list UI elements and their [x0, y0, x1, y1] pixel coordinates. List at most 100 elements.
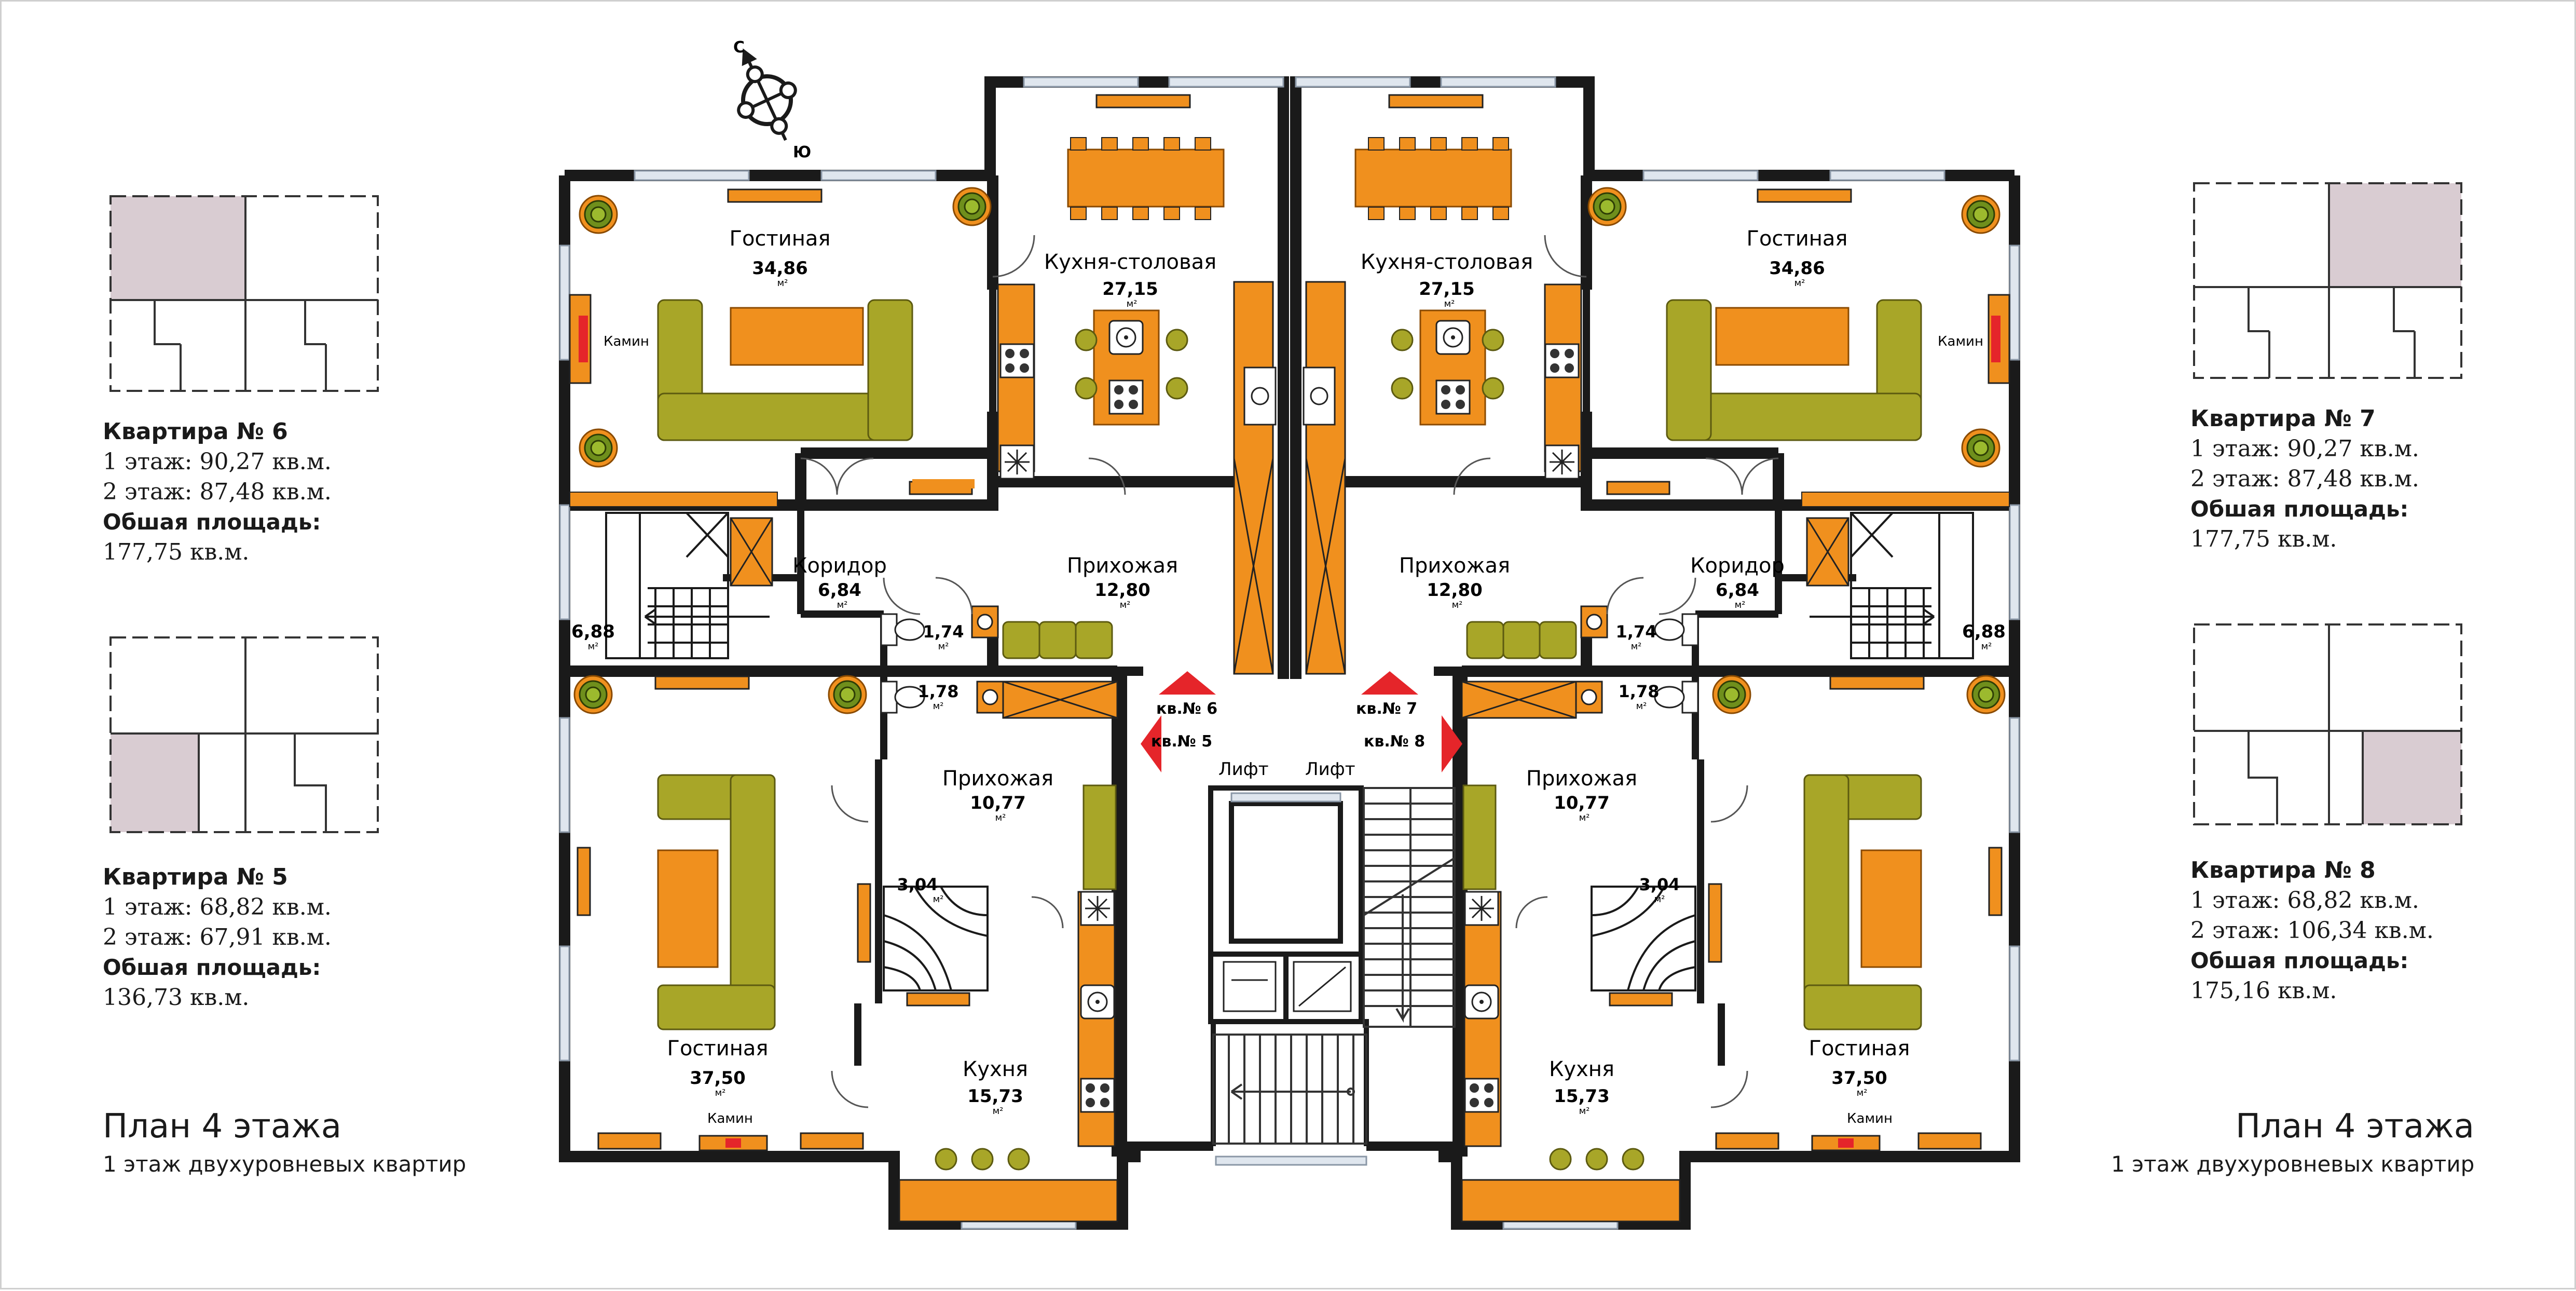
- unit-living-top-left: м²: [777, 278, 788, 289]
- apt7-total: 177,75 кв.м.: [2190, 526, 2337, 552]
- area-stair-top-right: 6,88: [1962, 621, 2006, 642]
- plan-title-left: План 4 этажа: [103, 1107, 341, 1146]
- plan-subtitle-right: 1 этаж двухуровневых квартир: [2111, 1151, 2475, 1177]
- label-hall-bottom-right: Прихожая: [1526, 767, 1637, 791]
- label-kitchen-right: Кухня: [1549, 1057, 1614, 1081]
- area-living-top-right: 34,86: [1769, 258, 1825, 279]
- apt8-total: 175,16 кв.м.: [2190, 977, 2337, 1004]
- area-living-bottom-right: 37,50: [1831, 1068, 1887, 1089]
- left-building-half: Камин: [559, 76, 1289, 1230]
- fireplace-label-top-right: Камин: [1938, 334, 1983, 349]
- entrance-markers: кв.№ 6 кв.№ 5 кв.№ 7 кв.№ 8: [1141, 671, 1462, 772]
- area-hall-bottom-right: 10,77: [1554, 793, 1610, 813]
- apt8-info: Квартира № 8 1 этаж: 68,82 кв.м. 2 этаж:…: [2190, 855, 2434, 1006]
- apt6-total-label: Обшая площадь:: [103, 509, 321, 535]
- unit-wc-b-left: м²: [933, 701, 944, 712]
- unit-stair-top-left: м²: [588, 641, 599, 652]
- unit-hall-bottom-left: м²: [995, 812, 1006, 823]
- area-hall-top-left: 12,80: [1094, 580, 1150, 601]
- room-labels-right: Гостиная 34,86 м² Камин Кухня-столовая 2…: [1361, 227, 2006, 1126]
- apt6-info: Квартира № 6 1 этаж: 90,27 кв.м. 2 этаж:…: [103, 417, 332, 567]
- area-hall-bottom-left: 10,77: [970, 793, 1026, 813]
- area-wc-b-left: 1,78: [918, 682, 959, 701]
- label-corridor-left: Коридор: [792, 554, 887, 578]
- entrance-label-apt5: кв.№ 5: [1151, 732, 1212, 751]
- apt5-total: 136,73 кв.м.: [103, 984, 250, 1011]
- label-corridor-right: Коридор: [1690, 554, 1785, 578]
- area-stair-top-left: 6,88: [571, 621, 615, 642]
- unit-living-bottom-right: м²: [1857, 1088, 1868, 1098]
- mini-plan-apt5: [109, 636, 379, 833]
- unit-corridor-left: м²: [837, 600, 848, 610]
- area-wc-a-right: 1,74: [1616, 622, 1657, 642]
- fireplace-label-bottom-right: Камин: [1847, 1111, 1893, 1126]
- area-living-bottom-left: 37,50: [690, 1068, 746, 1089]
- fireplace-label-bottom-left: Камин: [707, 1111, 753, 1126]
- area-hall-top-right: 12,80: [1427, 580, 1483, 601]
- apt6-title: Квартира № 6: [103, 418, 288, 445]
- apt6-floor1: 1 этаж: 90,27 кв.м.: [103, 449, 332, 475]
- apt6-floor2: 2 этаж: 87,48 кв.м.: [103, 479, 332, 505]
- entrance-label-apt7: кв.№ 7: [1356, 700, 1417, 718]
- area-stair-bottom-right: 3,04: [1639, 875, 1680, 894]
- label-hall-bottom-left: Прихожая: [942, 767, 1053, 791]
- area-kitchen-right: 15,73: [1554, 1086, 1610, 1107]
- apt5-floor2: 2 этаж: 67,91 кв.м.: [103, 924, 332, 950]
- area-stair-bottom-left: 3,04: [897, 875, 938, 894]
- area-kitchen-dining-right: 27,15: [1419, 279, 1475, 300]
- lift-label-2: Лифт: [1305, 759, 1355, 780]
- label-kitchen-dining-right: Кухня-столовая: [1361, 250, 1533, 274]
- unit-kitchen-right: м²: [1579, 1106, 1590, 1117]
- unit-living-bottom-left: м²: [715, 1088, 726, 1098]
- unit-stair-bottom-left: м²: [933, 894, 944, 905]
- unit-kitchen-dining-right: м²: [1444, 298, 1455, 309]
- unit-hall-top-right: м²: [1452, 600, 1463, 610]
- apt8-floor2: 2 этаж: 106,34 кв.м.: [2190, 917, 2434, 944]
- apt7-floor1: 1 этаж: 90,27 кв.м.: [2190, 436, 2419, 462]
- unit-kitchen-dining-left: м²: [1127, 298, 1138, 309]
- mini-plan-apt6: [109, 195, 379, 392]
- unit-kitchen-left: м²: [993, 1106, 1004, 1117]
- lift-label-1: Лифт: [1218, 759, 1269, 780]
- plan-title-right: План 4 этажа: [2236, 1107, 2474, 1146]
- unit-stair-bottom-right: м²: [1654, 894, 1665, 905]
- entrance-label-apt8: кв.№ 8: [1364, 732, 1425, 751]
- compass-south-label: Ю: [793, 143, 811, 161]
- label-kitchen-dining-left: Кухня-столовая: [1044, 250, 1216, 274]
- label-living-top-left: Гостиная: [730, 227, 831, 251]
- compass-icon: [737, 48, 797, 141]
- label-living-bottom-right: Гостиная: [1809, 1037, 1910, 1061]
- unit-wc-a-left: м²: [938, 641, 949, 652]
- area-wc-b-right: 1,78: [1619, 682, 1660, 701]
- area-wc-a-left: 1,74: [923, 622, 964, 642]
- compass-north-label: С: [733, 38, 745, 57]
- apt5-floor1: 1 этаж: 68,82 кв.м.: [103, 894, 332, 920]
- label-kitchen-left: Кухня: [963, 1057, 1028, 1081]
- label-living-bottom-left: Гостиная: [667, 1037, 769, 1061]
- apt7-info: Квартира № 7 1 этаж: 90,27 кв.м. 2 этаж:…: [2190, 404, 2419, 554]
- label-living-top-right: Гостиная: [1747, 227, 1848, 251]
- label-hall-top-left: Прихожая: [1067, 554, 1178, 578]
- apt7-total-label: Обшая площадь:: [2190, 496, 2409, 522]
- apt8-title: Квартира № 8: [2190, 857, 2376, 884]
- area-kitchen-left: 15,73: [967, 1086, 1023, 1107]
- fireplace-label-top-left: Камин: [604, 334, 649, 349]
- entrance-label-apt6: кв.№ 6: [1156, 700, 1217, 718]
- area-living-top-left: 34,86: [752, 258, 808, 279]
- apt7-floor2: 2 этаж: 87,48 кв.м.: [2190, 466, 2419, 492]
- apt5-info: Квартира № 5 1 этаж: 68,82 кв.м. 2 этаж:…: [103, 862, 332, 1013]
- apt7-title: Квартира № 7: [2190, 405, 2376, 432]
- unit-wc-b-right: м²: [1636, 701, 1647, 712]
- mini-plan-apt8: [2193, 623, 2462, 825]
- plan-subtitle-left: 1 этаж двухуровневых квартир: [103, 1151, 467, 1177]
- unit-living-top-right: м²: [1794, 278, 1805, 289]
- label-hall-top-right: Прихожая: [1399, 554, 1510, 578]
- unit-wc-a-right: м²: [1631, 641, 1642, 652]
- unit-hall-top-left: м²: [1120, 600, 1131, 610]
- area-kitchen-dining-left: 27,15: [1102, 279, 1158, 300]
- apt8-floor1: 1 этаж: 68,82 кв.м.: [2190, 887, 2419, 914]
- unit-stair-top-right: м²: [1981, 641, 1992, 652]
- area-corridor-left: 6,84: [818, 580, 861, 601]
